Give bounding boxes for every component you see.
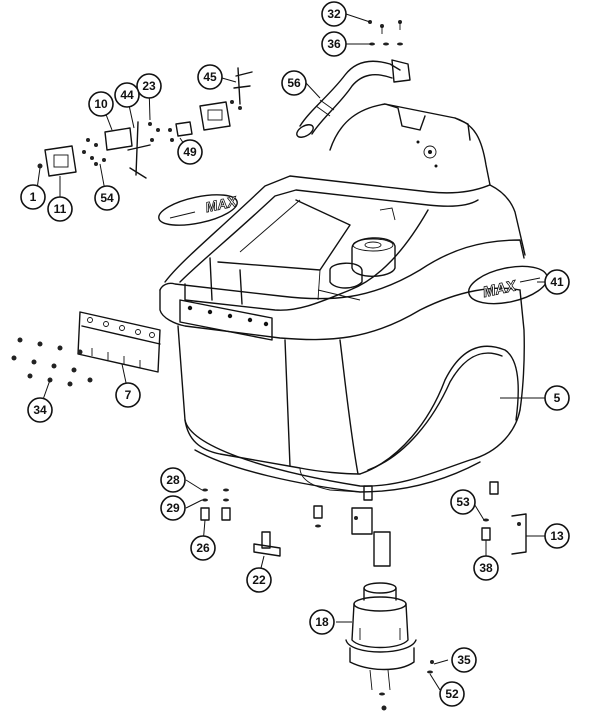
callout-32-label: 32	[327, 7, 341, 21]
callout-10-label: 10	[94, 97, 108, 111]
callout-53: 53	[450, 489, 476, 515]
callout-1-label: 1	[30, 190, 37, 204]
top-screws	[368, 20, 403, 46]
callout-11: 11	[47, 196, 73, 222]
callout-36-label: 36	[327, 37, 341, 51]
callout-52-label: 52	[445, 687, 459, 701]
callout-7-label: 7	[125, 388, 132, 402]
recovery-hose	[296, 59, 411, 138]
callout-36: 36	[321, 31, 347, 57]
callout-10: 10	[88, 91, 114, 117]
callout-13-label: 13	[550, 529, 564, 543]
callout-45-label: 45	[203, 70, 217, 84]
hinge-screws	[11, 337, 93, 387]
callout-45: 45	[197, 64, 223, 90]
callout-7: 7	[115, 382, 141, 408]
callout-44: 44	[114, 82, 140, 108]
switch-plates	[37, 67, 253, 179]
callout-13: 13	[544, 523, 570, 549]
left-logo-text: MAX	[204, 193, 239, 215]
callout-35-label: 35	[457, 653, 471, 667]
callout-54: 54	[94, 185, 120, 211]
callout-5: 5	[544, 385, 570, 411]
callout-56: 56	[281, 70, 307, 96]
callout-22-label: 22	[252, 573, 266, 587]
callout-34-label: 34	[33, 403, 47, 417]
right-logo-text: MAX	[481, 277, 518, 301]
callout-44-label: 44	[120, 88, 134, 102]
callout-56-label: 56	[287, 76, 301, 90]
tank-body	[159, 103, 526, 493]
vacuum-motor	[345, 582, 434, 711]
callout-23-label: 23	[142, 79, 156, 93]
callout-35: 35	[451, 647, 477, 673]
callout-22: 22	[246, 567, 272, 593]
callout-54-label: 54	[100, 191, 114, 205]
callout-41-label: 41	[550, 275, 564, 289]
callout-38: 38	[473, 555, 499, 581]
callout-18-label: 18	[315, 615, 329, 629]
callout-5-label: 5	[554, 391, 561, 405]
callout-49: 49	[177, 139, 203, 165]
bottom-hardware	[200, 481, 527, 567]
callout-29: 29	[160, 495, 186, 521]
callout-53-label: 53	[456, 495, 470, 509]
callout-1: 1	[20, 184, 46, 210]
callout-49-label: 49	[183, 145, 197, 159]
hinge-plate	[77, 311, 161, 373]
callout-34: 34	[27, 397, 53, 423]
callout-26: 26	[190, 535, 216, 561]
callout-23: 23	[136, 73, 162, 99]
left-logo-decal: MAX	[158, 192, 240, 226]
callout-26-label: 26	[196, 541, 210, 555]
callout-41: 41	[544, 269, 570, 295]
callout-28: 28	[160, 467, 186, 493]
callout-29-label: 29	[166, 501, 180, 515]
callouts: 32 36 45 56 23 44 10 49 1 11 54 41 7 34 …	[20, 1, 570, 707]
callout-52: 52	[439, 681, 465, 707]
callout-38-label: 38	[479, 561, 493, 575]
callout-32: 32	[321, 1, 347, 27]
callout-18: 18	[309, 609, 335, 635]
right-logo-decal: MAX	[468, 265, 548, 305]
callout-28-label: 28	[166, 473, 180, 487]
callout-11-label: 11	[54, 202, 67, 216]
